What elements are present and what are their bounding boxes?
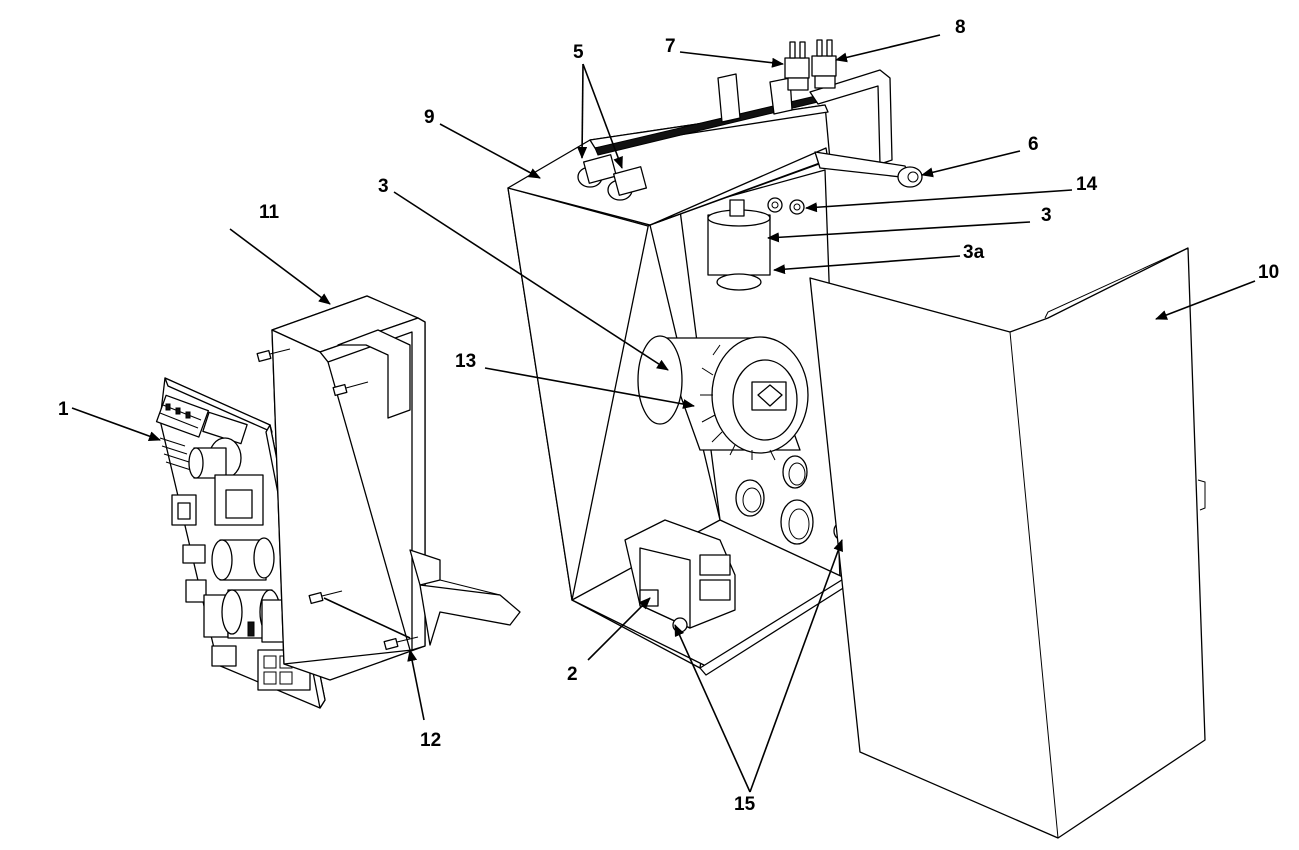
motor [637,335,809,461]
callout-9: 9 [424,107,435,128]
callout-6: 6 [1028,134,1039,155]
callout-11: 11 [259,202,280,223]
callout-15: 15 [734,794,756,815]
callout-13: 13 [455,351,476,372]
callout-1: 1 [58,399,69,420]
board-bracket [271,295,521,681]
chassis [507,39,923,676]
callout-3-right: 3 [1041,205,1052,226]
callout-14: 14 [1076,174,1098,195]
callout-12: 12 [420,730,441,751]
switch-block [624,519,736,633]
callout-3-top: 3 [378,176,389,197]
leader-lines [71,34,1256,793]
bracket-screws [256,348,419,651]
callout-5: 5 [573,42,584,63]
callout-10: 10 [1258,262,1279,283]
callout-3a: 3a [963,242,985,263]
callout-7: 7 [665,36,676,57]
front-cover [809,247,1206,839]
callout-8: 8 [955,17,966,38]
callout-2: 2 [567,664,578,685]
callout-labels: 1 2 3 3 3a 5 6 7 8 9 10 11 12 13 14 15 [58,17,1279,815]
